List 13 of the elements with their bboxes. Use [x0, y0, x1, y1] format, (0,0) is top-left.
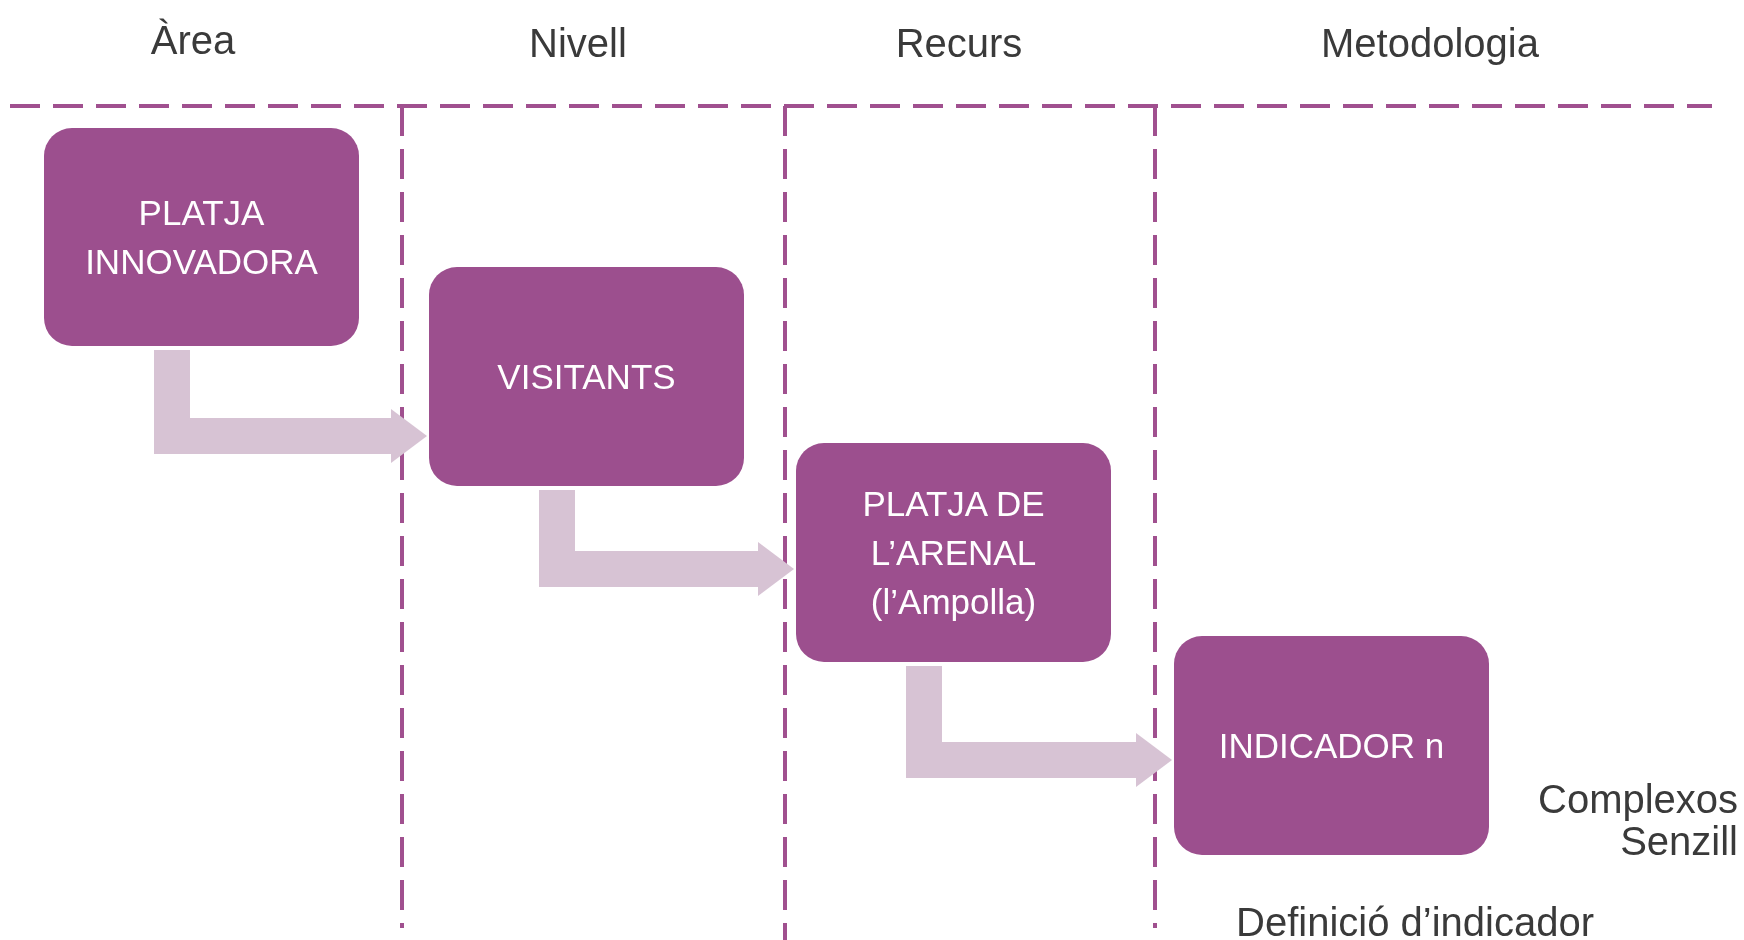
- process-box: VISITANTS: [429, 267, 744, 486]
- bent-arrow: [154, 350, 427, 463]
- bent-arrow: [906, 666, 1172, 787]
- process-box: PLATJA INNOVADORA: [44, 128, 359, 346]
- note-text: Complexos Senzill: [1538, 778, 1738, 862]
- process-box: INDICADOR n: [1174, 636, 1489, 855]
- column-heading: Nivell: [529, 21, 627, 65]
- column-heading: Recurs: [895, 21, 1023, 65]
- column-heading: Metodologia: [1321, 21, 1539, 65]
- column-heading: Àrea: [150, 18, 236, 62]
- note-text: Definició d’indicador: [1236, 900, 1594, 940]
- bent-arrow: [539, 490, 794, 596]
- process-box: PLATJA DE L’ARENAL (l’Ampolla): [796, 443, 1111, 662]
